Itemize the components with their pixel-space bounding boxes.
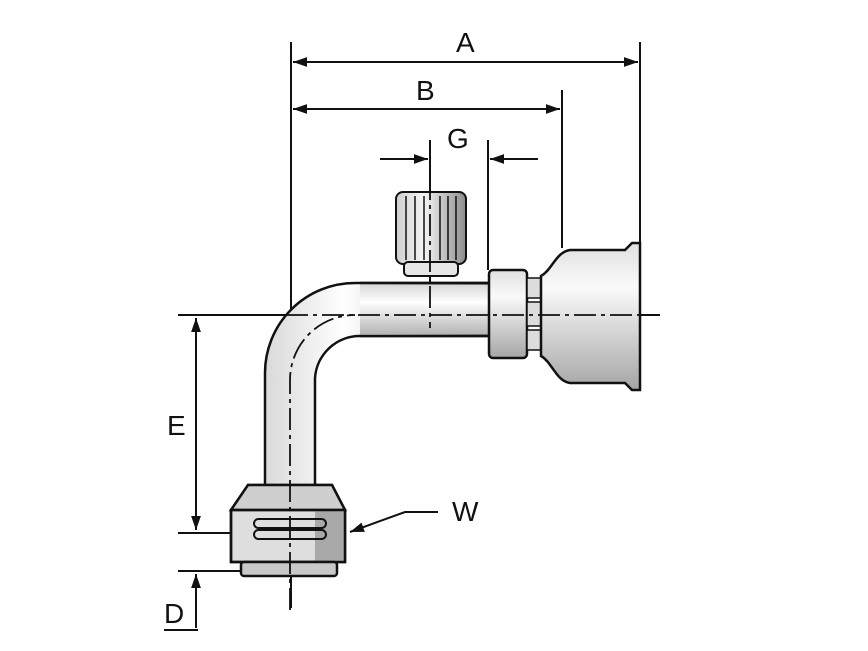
center-lines [178, 178, 660, 610]
dim-label-W: W [452, 496, 479, 527]
dim-label-A: A [456, 27, 475, 58]
bent-tube [263, 281, 492, 488]
dim-label-E: E [167, 410, 186, 441]
dim-label-D: D [164, 598, 185, 629]
dimension-lines [164, 57, 638, 631]
swivel-nut [228, 483, 348, 578]
w-leader [349, 511, 438, 533]
crimp-socket [487, 241, 642, 392]
service-port-cap [395, 191, 467, 277]
dim-label-B: B [416, 75, 435, 106]
dim-label-G: G [447, 123, 469, 154]
